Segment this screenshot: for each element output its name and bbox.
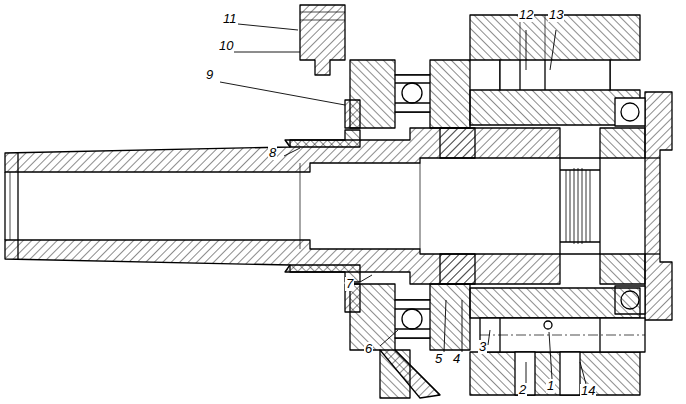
callout-number: 4 [452,352,461,366]
callout-number: 6 [364,342,373,356]
callout-number: 13 [548,8,564,22]
callout-number: 3 [478,340,487,354]
callout-number: 8 [268,146,277,160]
callout-number: 14 [580,384,596,398]
callout-number: 7 [345,277,354,291]
callout-number: 10 [218,39,234,53]
callout-number: 12 [518,8,534,22]
callout-number: 5 [434,352,443,366]
callout-number: 1 [546,379,555,393]
callout-number: 2 [518,383,527,397]
callout-number: 11 [222,12,238,26]
callout-number: 9 [205,68,214,82]
